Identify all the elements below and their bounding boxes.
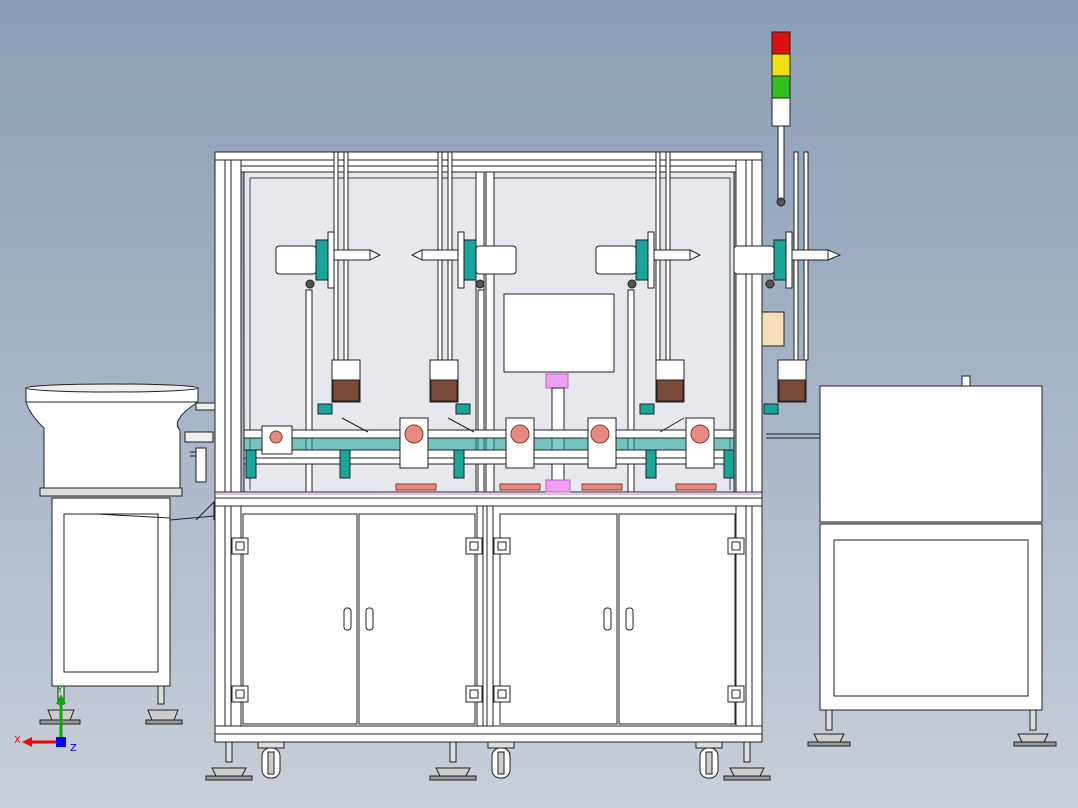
- label-plate: [761, 311, 785, 347]
- teal-brackets: [245, 403, 779, 479]
- station-bases: [395, 483, 717, 491]
- z-axis-marker: [56, 737, 66, 747]
- electrical-cabinet: [766, 375, 1057, 747]
- hopper-cups: [331, 359, 807, 403]
- door-handles: [343, 607, 634, 631]
- signal-light-green: [771, 75, 791, 99]
- vibratory-bowl-feeder: [25, 383, 221, 497]
- y-axis-label: Y: [57, 685, 64, 696]
- control-panel-screen[interactable]: [503, 293, 615, 373]
- signal-tower: [771, 31, 791, 207]
- cylinder-assemblies: [275, 231, 842, 289]
- product-parts: [269, 424, 710, 444]
- cabinet: [240, 505, 737, 727]
- signal-light-yellow: [771, 53, 791, 77]
- conveyor-line: [243, 429, 735, 465]
- door-hinges: [231, 537, 745, 703]
- leveling-feet: [205, 741, 771, 781]
- bowl-feeder-stand: [39, 497, 215, 725]
- x-axis-label: X: [14, 735, 21, 746]
- signal-light-red: [771, 31, 791, 55]
- casters: [257, 741, 723, 779]
- z-axis-label: Z: [70, 743, 77, 754]
- axis-triad: [22, 694, 66, 747]
